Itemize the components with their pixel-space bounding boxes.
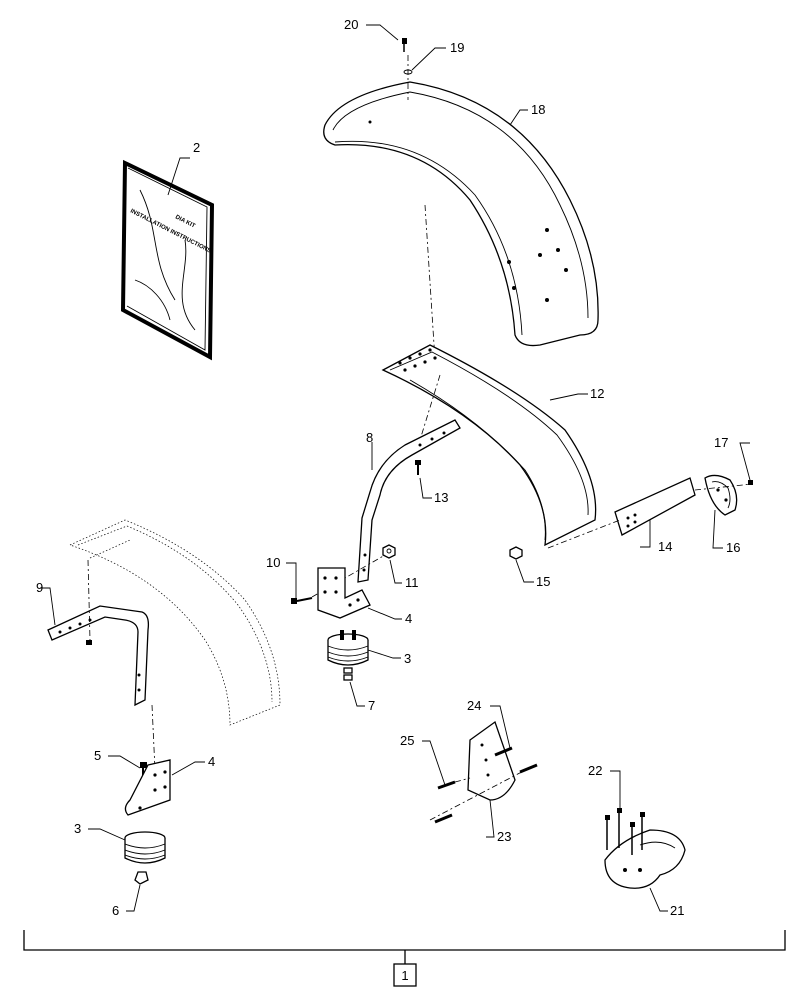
rail-holes: [398, 348, 437, 372]
isolator-3-lower: [124, 831, 166, 864]
callout-14: 14: [658, 539, 672, 554]
callout-15: 15: [536, 574, 550, 589]
callout-21: 21: [670, 903, 684, 918]
callout-24: 24: [467, 698, 481, 713]
screw-17: [748, 480, 753, 485]
callout-1: 1: [401, 968, 408, 983]
bolt-25: [437, 780, 456, 790]
callout-labels: 1 2 3 3 4 4 5 6 7 8 9 10 11 12 13 14 15 …: [36, 17, 740, 983]
callout-8: 8: [366, 430, 373, 445]
angle-bracket-4-upper: [317, 567, 371, 619]
isolator-3-upper: [327, 630, 369, 666]
mirror-base-21: [604, 829, 686, 889]
callout-4-lower: 4: [208, 754, 215, 769]
callout-22: 22: [588, 763, 602, 778]
bolt-23a: [434, 813, 453, 824]
bolt-9: [86, 640, 92, 645]
callout-20: 20: [344, 17, 358, 32]
leader-lines: [40, 24, 751, 912]
fender-rail: [381, 344, 597, 547]
screw-22c: [630, 822, 635, 855]
installation-instructions-booklet: DIA KIT INSTALLATION INSTRUCTIONS: [120, 159, 215, 361]
callout-6: 6: [112, 903, 119, 918]
callout-5: 5: [94, 748, 101, 763]
fender-bolt-20: [402, 38, 407, 52]
mount-plate-14: [614, 477, 696, 536]
nut-7: [343, 667, 353, 681]
angle-bracket-4-lower: [124, 759, 171, 816]
assembly-bracket: [23, 930, 786, 987]
callout-7: 7: [368, 698, 375, 713]
callout-2: 2: [193, 140, 200, 155]
bracket-arm-8: [357, 419, 461, 583]
screw-22a: [605, 815, 610, 850]
bracket-23: [467, 720, 516, 801]
callout-3-lower: 3: [74, 821, 81, 836]
nut-6: [134, 871, 149, 885]
callout-17: 17: [714, 435, 728, 450]
bolt-23b: [519, 763, 538, 774]
nut-11: [382, 544, 396, 559]
bracket-arm-9: [47, 605, 150, 707]
callout-4-upper: 4: [405, 611, 412, 626]
fender-lower-dotted: [69, 519, 281, 726]
fender-top: [323, 81, 599, 347]
callout-9: 9: [36, 580, 43, 595]
bolt-10: [291, 597, 313, 604]
callout-19: 19: [450, 40, 464, 55]
screw-22b: [617, 808, 622, 848]
callout-11: 11: [405, 575, 419, 590]
callout-23: 23: [497, 829, 511, 844]
callout-3-upper: 3: [404, 651, 411, 666]
screw-22d: [640, 812, 645, 850]
callout-13: 13: [434, 490, 448, 505]
bolt-13: [415, 460, 421, 475]
nut-15: [509, 546, 523, 560]
bolt-24: [494, 746, 513, 757]
callout-25: 25: [400, 733, 414, 748]
callout-12: 12: [590, 386, 604, 401]
callout-10: 10: [266, 555, 280, 570]
light-bracket-16: [704, 474, 738, 516]
callout-18: 18: [531, 102, 545, 117]
callout-16: 16: [726, 540, 740, 555]
